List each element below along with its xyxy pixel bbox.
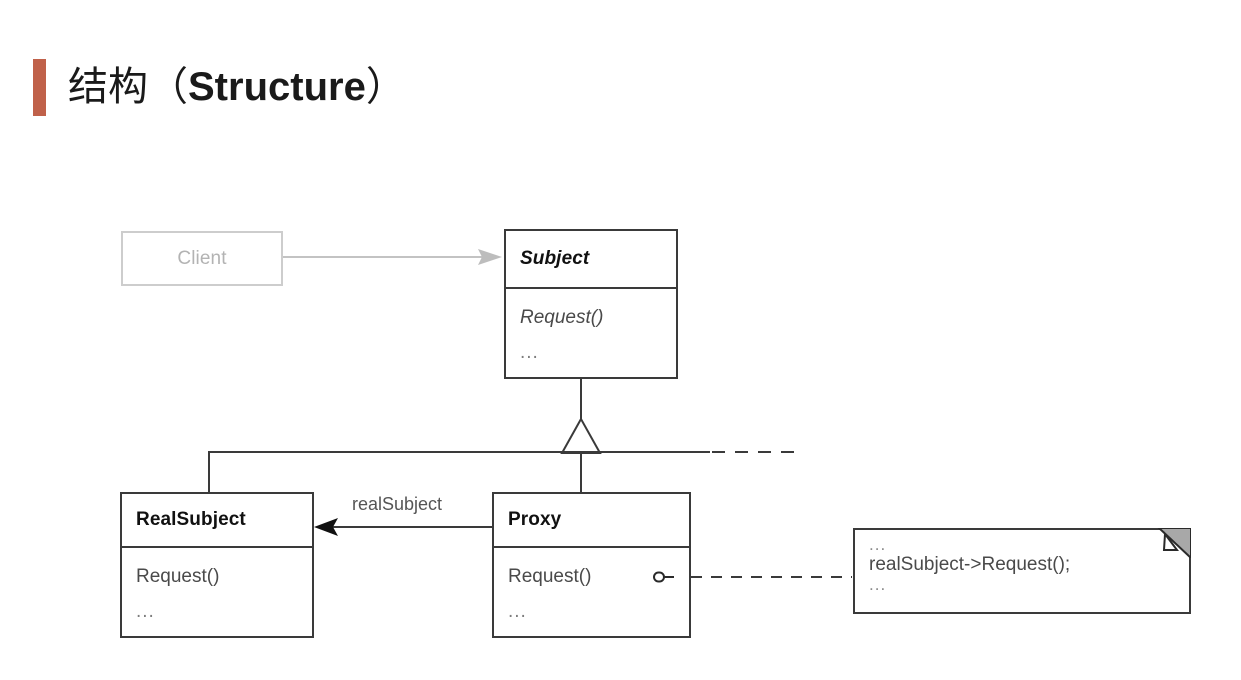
- title-accent-bar: [33, 58, 46, 116]
- note-line-code: realSubject->Request();: [869, 554, 1071, 575]
- class-name-proxy: Proxy: [508, 509, 562, 530]
- class-members-proxy: Request() ...: [494, 548, 689, 638]
- connector-client-subject: [283, 249, 502, 265]
- class-header-client: Client: [123, 233, 281, 284]
- class-members-subject: Request() ...: [506, 289, 676, 379]
- class-name-subject: Subject: [520, 248, 590, 269]
- member-subject-request: Request(): [520, 306, 604, 328]
- page-title-closing: ）: [365, 65, 406, 109]
- connector-proxy-realsubject: [314, 518, 492, 536]
- note-line-top-ellipsis: ...: [869, 535, 887, 554]
- member-realsubject-ellipsis: ...: [136, 600, 155, 622]
- edge-label-realsubject: realSubject: [352, 494, 443, 514]
- member-proxy-request: Request(): [508, 565, 592, 587]
- class-box-realsubject[interactable]: RealSubject Request() ...: [120, 492, 314, 638]
- member-proxy-ellipsis: ...: [508, 600, 527, 622]
- uml-note-box[interactable]: ... realSubject->Request(); ...: [853, 528, 1191, 614]
- class-box-proxy[interactable]: Proxy Request() ...: [492, 492, 691, 638]
- member-row-proxy-request: Request(): [508, 566, 675, 588]
- note-line-bottom-ellipsis: ...: [869, 575, 887, 594]
- member-subject-ellipsis: ...: [520, 341, 539, 363]
- page-title-english: Structure: [188, 65, 366, 109]
- class-box-client[interactable]: Client: [121, 231, 283, 286]
- page-title: 结构（Structure）: [33, 57, 406, 117]
- class-members-realsubject: Request() ...: [122, 548, 312, 638]
- compartment-divider: [506, 287, 676, 289]
- class-header-proxy: Proxy: [494, 494, 689, 546]
- page-title-text: 结构（Structure）: [68, 67, 406, 107]
- compartment-divider: [122, 546, 312, 548]
- page-title-chinese: 结构（: [68, 65, 188, 109]
- class-box-subject[interactable]: Subject Request() ...: [504, 229, 678, 379]
- member-realsubject-request: Request(): [136, 565, 220, 587]
- connector-generalization: [208, 379, 802, 492]
- note-anchor-lollipop-icon: [653, 571, 674, 582]
- class-header-subject: Subject: [506, 231, 676, 287]
- class-name-client: Client: [177, 247, 227, 269]
- class-name-realsubject: RealSubject: [136, 509, 246, 530]
- class-header-realsubject: RealSubject: [122, 494, 312, 546]
- compartment-divider: [494, 546, 689, 548]
